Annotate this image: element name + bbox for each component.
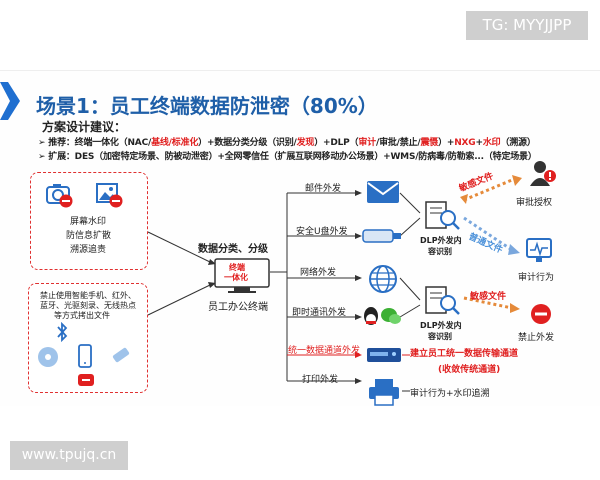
dlp-2-line-1: DLP外发内 xyxy=(420,321,462,330)
result-audit: 审计行为 xyxy=(518,273,555,283)
channel-email-label: 邮件外发 xyxy=(305,184,342,194)
channel-im-label: 即时通讯外发 xyxy=(292,308,347,318)
approver-icon xyxy=(530,161,556,186)
left-top-line-2: 防信息扩散 xyxy=(66,231,112,241)
wechat-icon xyxy=(381,308,401,324)
classify-label: 数据分类、分级 xyxy=(198,244,268,255)
dlp-scan-icon xyxy=(425,286,460,315)
left-bottom-line-3: 等方式拷出文件 xyxy=(54,311,110,320)
channel-print-label: 打印外发 xyxy=(302,375,339,385)
dlp-2-line-2: 容识别 xyxy=(428,332,452,341)
monitor-icon xyxy=(214,258,270,293)
dlp-1-line-2: 容识别 xyxy=(428,247,452,256)
terminal-label: 员工办公终端 xyxy=(208,302,268,313)
phone-icon xyxy=(78,344,92,368)
subhead: 方案设计建议： xyxy=(42,120,127,134)
screen-label-1: 终端 xyxy=(229,263,245,272)
bluetooth-icon xyxy=(57,322,68,342)
left-top-line-1: 屏幕水印 xyxy=(70,217,107,227)
result-block: 禁止外发 xyxy=(518,333,555,343)
left-bottom-line-1: 禁止使用智能手机、红外、 xyxy=(40,291,136,300)
channel-network-label: 网络外发 xyxy=(300,268,337,278)
email-icon xyxy=(367,181,399,203)
globe-icon xyxy=(369,265,397,293)
left-bottom-line-2: 蓝牙、光驱刻录、无线热点 xyxy=(40,301,136,310)
screen-label-2: 一体化 xyxy=(224,273,248,282)
dlp-1-line-1: DLP外发内 xyxy=(420,236,462,245)
block-badge-icon xyxy=(78,374,94,386)
slide-title: 场景1：员工终端数据防泄密（80%） xyxy=(36,94,378,118)
result-unified-line-2: (收敛传统通道) xyxy=(438,365,501,375)
gateway-icon xyxy=(367,348,401,362)
channel-unified-label: 统一数据通道外发 xyxy=(288,346,361,356)
dlp-scan-icon xyxy=(425,201,460,230)
printer-icon xyxy=(369,379,399,406)
result-approval: 审批授权 xyxy=(516,198,553,208)
usb-stick-icon xyxy=(112,347,130,363)
block-badge-icon xyxy=(59,194,73,208)
title-chevron-icon xyxy=(0,82,20,120)
block-icon xyxy=(531,304,551,324)
channel-usb-label: 安全U盘外发 xyxy=(296,227,348,237)
disc-icon xyxy=(38,347,58,367)
qq-icon xyxy=(364,307,378,325)
block-badge-icon xyxy=(109,194,123,208)
bullet-recommend: ➢ 推荐：终端一体化（NAC/基线/标准化）+数据分类分级（识别/发现）+DLP… xyxy=(38,138,536,148)
result-unified-line-1: 建立员工统一数据传输通道 xyxy=(410,349,519,359)
audit-monitor-icon xyxy=(526,238,552,262)
left-top-line-3: 溯源追责 xyxy=(70,245,107,255)
watermark-tg: TG: MYYJJPP xyxy=(466,11,588,40)
watermark-url: www.tpujq.cn xyxy=(10,441,128,470)
bullet-extend: ➢ 扩展：DES（加密特定场景、防被动泄密）+全网零信任（扩展互联网移动办公场景… xyxy=(38,152,537,162)
screen-watermark-box xyxy=(30,172,148,270)
usb-drive-icon xyxy=(362,229,401,243)
result-print-audit: 审计行为+水印追溯 xyxy=(410,389,490,399)
camera-icon xyxy=(46,184,70,204)
flow-sensitive-2: 敏感文件 xyxy=(470,292,507,302)
